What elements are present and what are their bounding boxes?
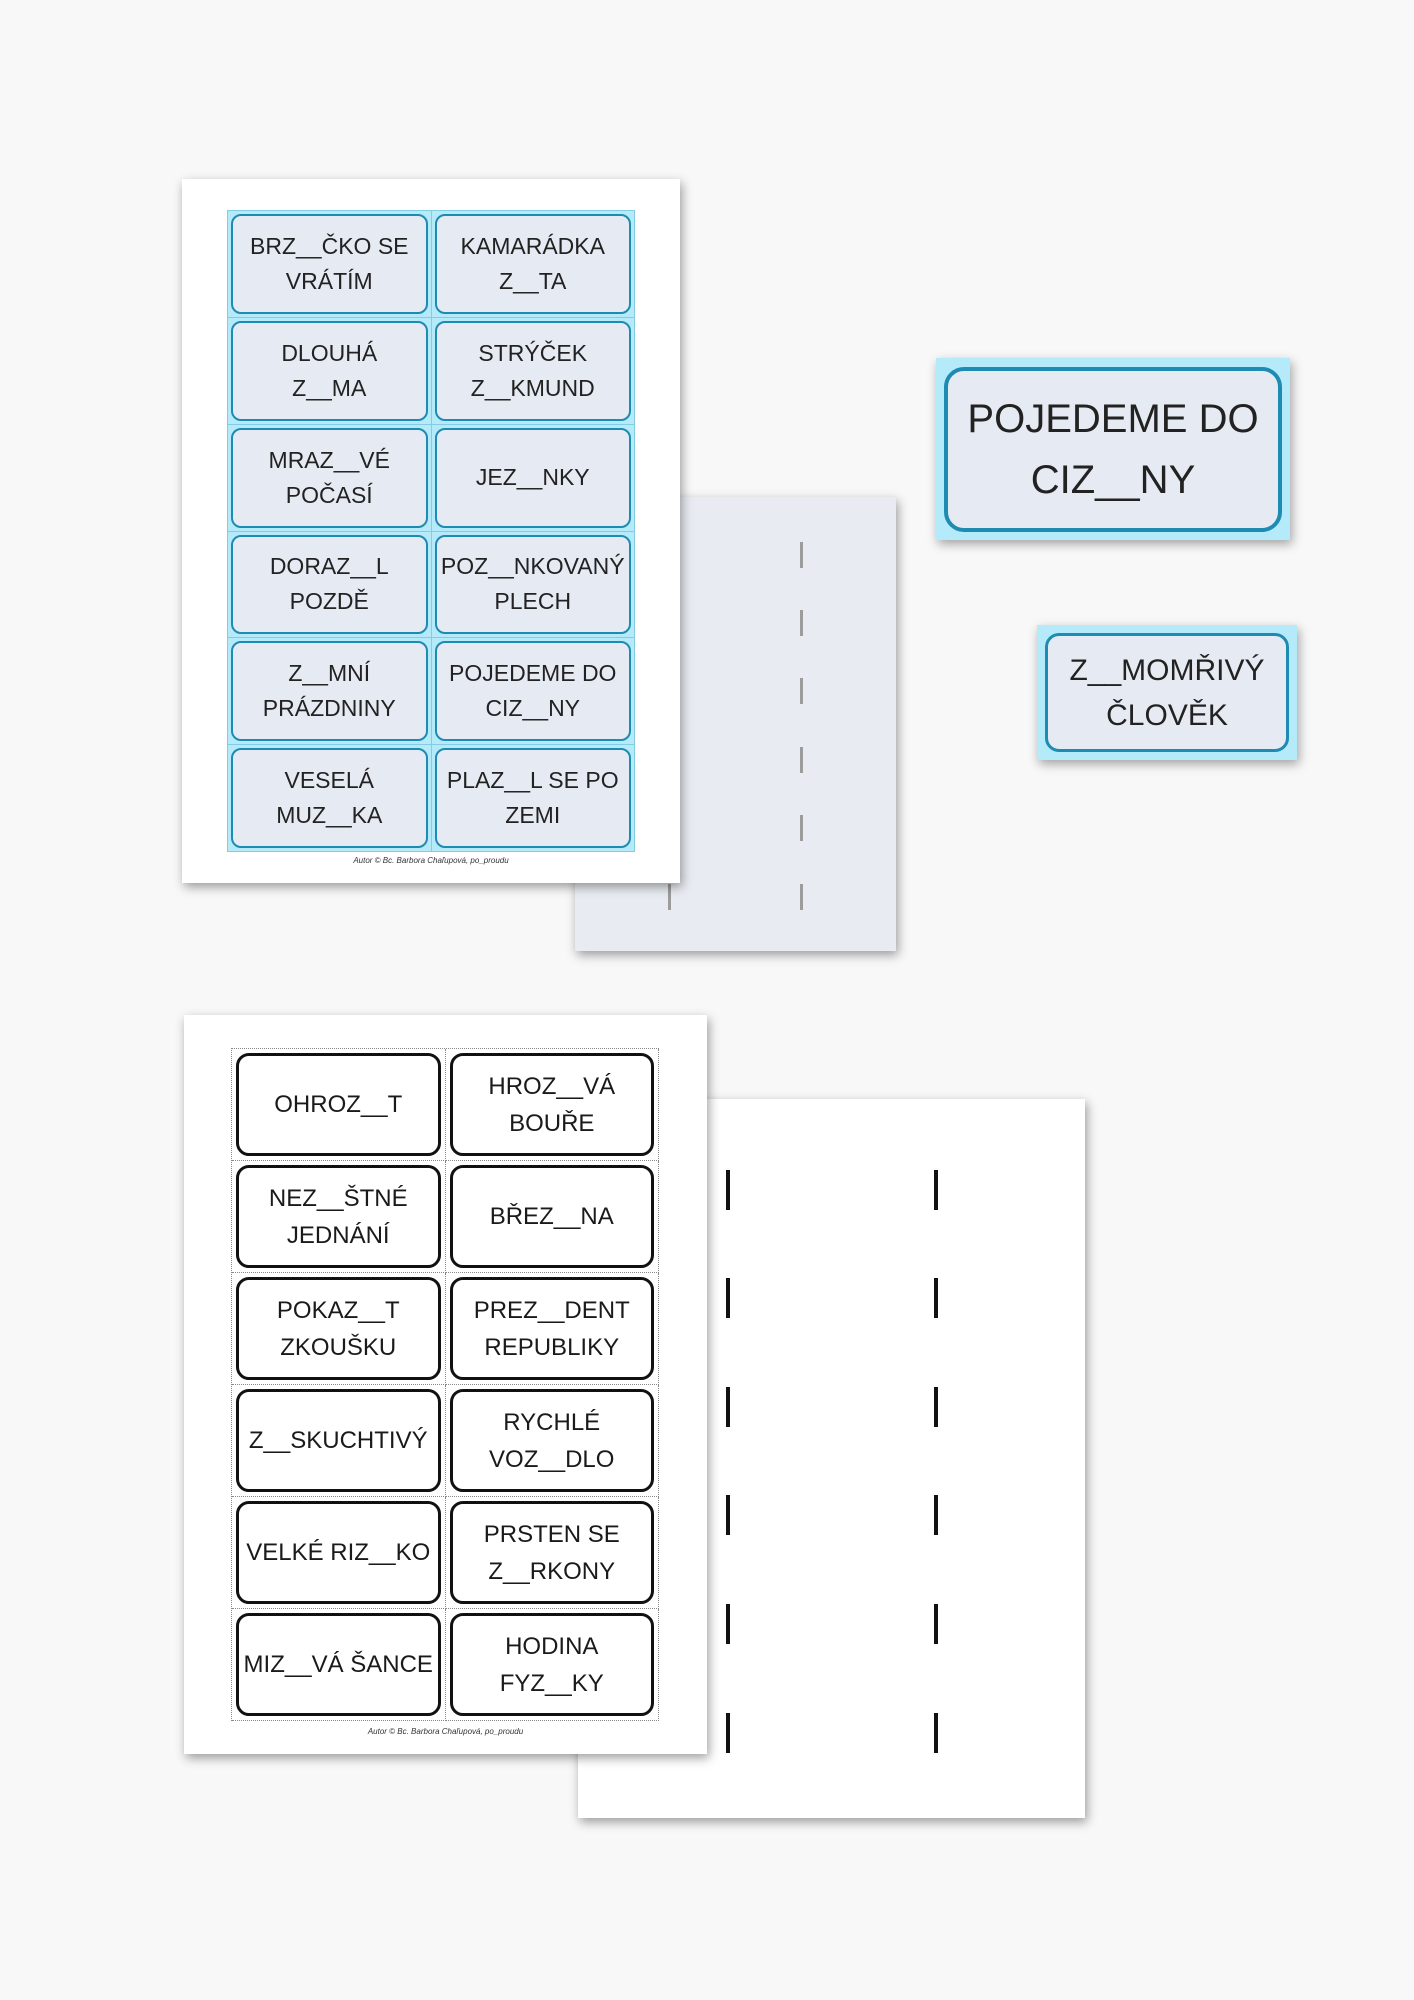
card-grid-bottom: OHROZ__T HROZ__VÁ BOUŘE NEZ__ŠTNÉ JEDNÁN…	[231, 1048, 659, 1721]
word-card: JEZ__NKY	[434, 427, 631, 528]
card-cell: VELKÉ RIZ__KO	[232, 1497, 446, 1609]
large-card-text: POJEDEME DO CIZ__NY	[944, 367, 1282, 532]
word-card: POKAZ__T ZKOUŠKU	[236, 1277, 441, 1380]
cut-mark	[668, 884, 671, 910]
cut-mark	[934, 1713, 938, 1753]
small-card-preview: Z__MOMŘIVÝ ČLOVĚK	[1037, 625, 1297, 760]
card-cell: HROZ__VÁ BOUŘE	[445, 1049, 659, 1161]
word-card: BRZ__ČKO SE VRÁTÍM	[231, 214, 428, 314]
card-cell: POJEDEME DO CIZ__NY	[431, 638, 634, 745]
cut-mark	[800, 815, 803, 841]
word-card: VELKÉ RIZ__KO	[236, 1501, 441, 1604]
word-card: POZ__NKOVANÝ PLECH	[434, 534, 631, 635]
cut-mark	[726, 1604, 730, 1644]
word-card: NEZ__ŠTNÉ JEDNÁNÍ	[236, 1165, 441, 1268]
word-card: MRAZ__VÉ POČASÍ	[231, 427, 428, 528]
card-cell: VESELÁ MUZ__KA	[228, 745, 431, 851]
cut-mark	[800, 542, 803, 568]
word-card: HROZ__VÁ BOUŘE	[449, 1053, 654, 1156]
cut-mark	[726, 1713, 730, 1753]
word-card: Z__MNÍ PRÁZDNINY	[231, 641, 428, 742]
cut-mark	[800, 610, 803, 636]
worksheet-cyan-cards: BRZ__ČKO SE VRÁTÍM KAMARÁDKA Z__TA DLOUH…	[182, 179, 680, 883]
cut-mark	[800, 747, 803, 773]
cut-mark	[934, 1495, 938, 1535]
cut-mark	[934, 1604, 938, 1644]
word-card: PREZ__DENT REPUBLIKY	[449, 1277, 654, 1380]
card-cell: STRÝČEK Z__KMUND	[431, 317, 634, 424]
author-credit: Autor © Bc. Barbora Chaľupová, po_proudu	[367, 1727, 524, 1736]
cut-mark	[934, 1278, 938, 1318]
word-card: BŘEZ__NA	[449, 1165, 654, 1268]
word-card: DLOUHÁ Z__MA	[231, 320, 428, 421]
worksheet-outline-cards: OHROZ__T HROZ__VÁ BOUŘE NEZ__ŠTNÉ JEDNÁN…	[184, 1015, 707, 1754]
card-cell: JEZ__NKY	[431, 424, 634, 531]
card-cell: POZ__NKOVANÝ PLECH	[431, 531, 634, 638]
word-card: KAMARÁDKA Z__TA	[434, 214, 631, 314]
card-cell: DORAZ__L POZDĚ	[228, 531, 431, 638]
cut-mark	[726, 1170, 730, 1210]
word-card: DORAZ__L POZDĚ	[231, 534, 428, 635]
card-cell: PREZ__DENT REPUBLIKY	[445, 1273, 659, 1385]
cut-mark	[726, 1495, 730, 1535]
small-card-text: Z__MOMŘIVÝ ČLOVĚK	[1045, 633, 1289, 752]
card-cell: PRSTEN SE Z__RKONY	[445, 1497, 659, 1609]
word-card: MIZ__VÁ ŠANCE	[236, 1613, 441, 1716]
card-cell: MIZ__VÁ ŠANCE	[232, 1609, 446, 1721]
card-cell: PLAZ__L SE PO ZEMI	[431, 745, 634, 851]
card-cell: Z__MNÍ PRÁZDNINY	[228, 638, 431, 745]
word-card: HODINA FYZ__KY	[449, 1613, 654, 1716]
card-cell: RYCHLÉ VOZ__DLO	[445, 1385, 659, 1497]
cut-mark	[934, 1170, 938, 1210]
card-cell: POKAZ__T ZKOUŠKU	[232, 1273, 446, 1385]
word-card: OHROZ__T	[236, 1053, 441, 1156]
card-cell: BŘEZ__NA	[445, 1161, 659, 1273]
cut-mark	[726, 1278, 730, 1318]
word-card: POJEDEME DO CIZ__NY	[434, 641, 631, 742]
card-cell: Z__SKUCHTIVÝ	[232, 1385, 446, 1497]
card-cell: DLOUHÁ Z__MA	[228, 317, 431, 424]
author-credit: Autor © Bc. Barbora Chaľupová, po_proudu	[353, 856, 509, 865]
word-card: PLAZ__L SE PO ZEMI	[434, 748, 631, 848]
card-cell: KAMARÁDKA Z__TA	[431, 211, 634, 317]
cut-mark	[800, 678, 803, 704]
large-card-preview: POJEDEME DO CIZ__NY	[936, 358, 1290, 540]
card-cell: OHROZ__T	[232, 1049, 446, 1161]
card-cell: NEZ__ŠTNÉ JEDNÁNÍ	[232, 1161, 446, 1273]
word-card: Z__SKUCHTIVÝ	[236, 1389, 441, 1492]
word-card: RYCHLÉ VOZ__DLO	[449, 1389, 654, 1492]
word-card: STRÝČEK Z__KMUND	[434, 320, 631, 421]
word-card: PRSTEN SE Z__RKONY	[449, 1501, 654, 1604]
cut-mark	[934, 1387, 938, 1427]
card-grid-top: BRZ__ČKO SE VRÁTÍM KAMARÁDKA Z__TA DLOUH…	[227, 210, 635, 852]
card-cell: HODINA FYZ__KY	[445, 1609, 659, 1721]
word-card: VESELÁ MUZ__KA	[231, 748, 428, 848]
cut-mark	[726, 1387, 730, 1427]
card-cell: BRZ__ČKO SE VRÁTÍM	[228, 211, 431, 317]
cut-mark	[800, 884, 803, 910]
card-cell: MRAZ__VÉ POČASÍ	[228, 424, 431, 531]
